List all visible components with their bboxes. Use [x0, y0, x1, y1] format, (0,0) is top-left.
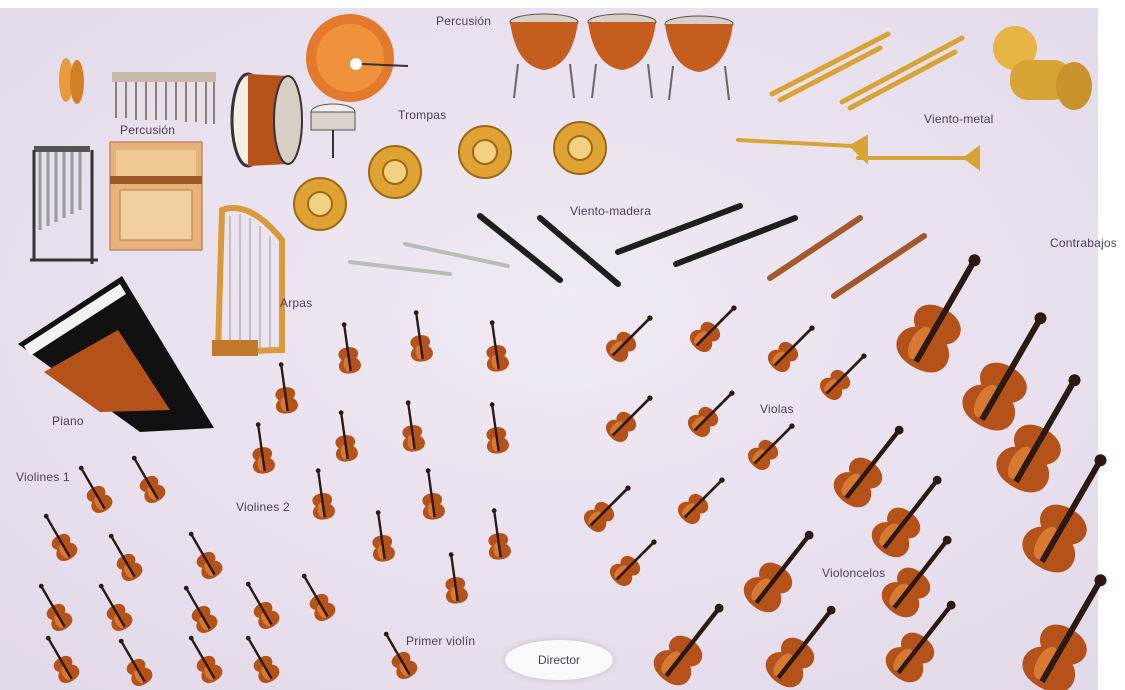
label-director: Director — [538, 653, 580, 667]
label-arpas: Arpas — [280, 296, 312, 310]
label-violas: Violas — [760, 402, 794, 416]
director-podium: Director — [505, 640, 613, 680]
label-percusion-left: Percusión — [120, 123, 175, 137]
label-contrabajos: Contrabajos — [1050, 236, 1117, 250]
label-viento-metal: Viento-metal — [924, 112, 994, 126]
label-violines-1: Violines 1 — [16, 470, 70, 484]
label-violoncelos: Violoncelos — [822, 566, 885, 580]
label-violines-2: Violines 2 — [236, 500, 290, 514]
label-viento-madera: Viento-madera — [570, 204, 651, 218]
label-trompas: Trompas — [398, 108, 446, 122]
label-primer-violin: Primer violín — [406, 634, 475, 648]
label-piano: Piano — [52, 414, 84, 428]
label-percusion-top: Percusión — [436, 14, 491, 28]
